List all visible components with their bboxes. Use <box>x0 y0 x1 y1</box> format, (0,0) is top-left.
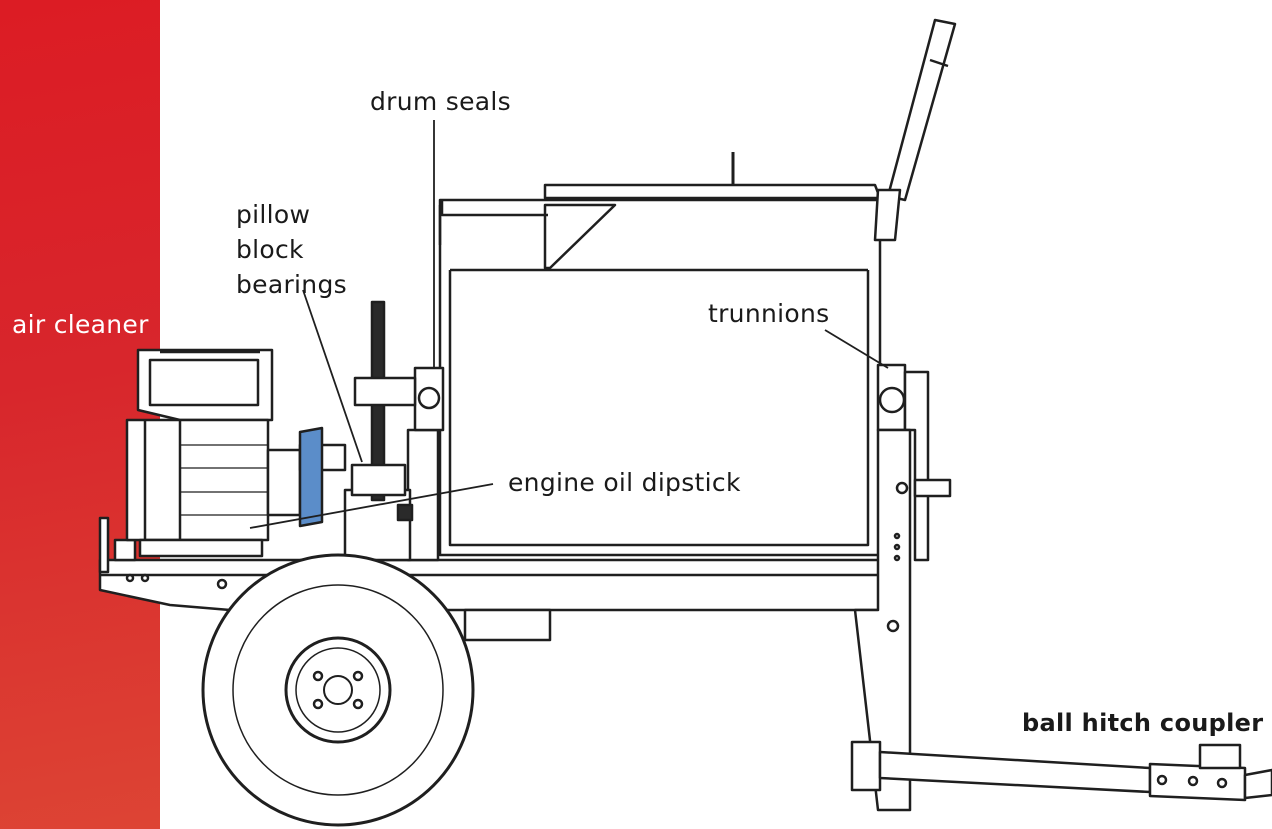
belt-pulley <box>298 426 324 528</box>
air-cleaner-label: air cleaner <box>12 310 149 339</box>
engine-oil-dipstick-label: engine oil dipstick <box>508 468 741 497</box>
ball-hitch-coupler-label: ball hitch coupler <box>1022 709 1264 737</box>
drum-seals-label: drum seals <box>370 87 511 116</box>
right-leg-and-trunnion <box>853 363 952 812</box>
dump-handle <box>873 18 957 242</box>
pillow-block-bearings-line-3: bearings <box>236 270 347 299</box>
left-trunnion-stand <box>343 366 445 562</box>
trunnions-leader <box>824 329 889 369</box>
engine-oil-dipstick-leader <box>249 483 494 529</box>
pillow-block-bearings-leader <box>302 289 363 463</box>
wheel <box>201 553 475 827</box>
trunnions-label: trunnions <box>708 299 830 328</box>
pillow-block-bearings-line-2: block <box>236 235 304 264</box>
tow-bar <box>850 740 1272 802</box>
leader-lines <box>249 120 889 529</box>
engine <box>125 348 347 558</box>
drive-sprocket <box>350 300 417 522</box>
pillow-block-bearings-line-1: pillow <box>236 200 311 229</box>
red-side-band <box>0 0 160 829</box>
